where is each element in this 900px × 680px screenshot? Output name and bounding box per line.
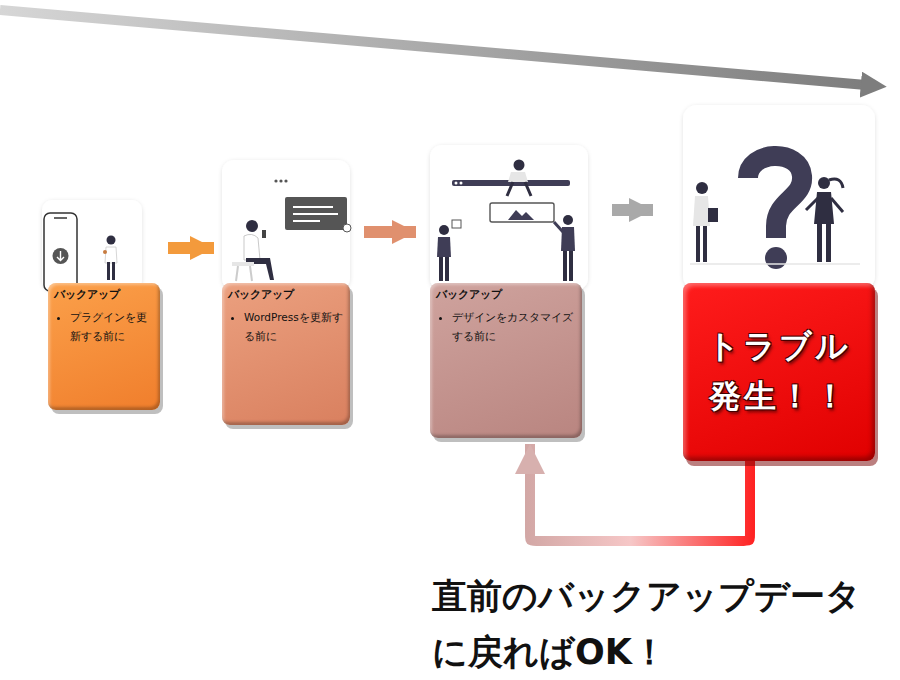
alert-box: トラブル 発生！！: [683, 283, 875, 461]
design-illustration-part: [508, 210, 534, 220]
box-heading: バックアップ: [228, 288, 344, 302]
question-illustration-part: [829, 179, 843, 188]
design-illustration-part: [563, 215, 573, 225]
backup-box: バックアップデザインをカスタマイズする前に: [430, 283, 582, 438]
design-illustration-part: [437, 237, 451, 257]
design-illustration-part: [439, 225, 449, 235]
flow-arrow: [168, 242, 214, 254]
question-illustration-part: [696, 182, 708, 194]
step-card: バックアップデザインをカスタマイズする前に: [430, 145, 582, 438]
reading-person-illustration-part: [262, 230, 266, 238]
design-illustration-part: [445, 257, 449, 281]
step-card: バックアッププラグインを更新する前に: [48, 200, 160, 410]
phone-illustration-part: [44, 213, 77, 291]
reading-person-illustration-part: [284, 179, 287, 182]
question-illustration-part: [831, 198, 843, 212]
backup-box: バックアッププラグインを更新する前に: [48, 283, 160, 410]
question-illustration-part: [696, 226, 700, 262]
question-illustration-part: [806, 198, 818, 210]
step-card: バックアップ WordPressを更新する前に: [222, 160, 350, 425]
phone-illustration-part: [57, 251, 64, 261]
box-heading: バックアップ: [54, 288, 154, 302]
design-illustration-part: [460, 182, 463, 185]
reading-person-illustration-part: [274, 179, 277, 182]
design-illustration-part: [508, 172, 528, 182]
bullet-list: デザインをカスタマイズする前に: [436, 308, 576, 345]
step-card: トラブル 発生！！: [683, 105, 875, 461]
question-illustration-part: [690, 263, 860, 265]
design-illustration-part: [490, 203, 554, 222]
question-illustration-part: [708, 208, 718, 222]
design-illustration-part: [439, 257, 443, 281]
design-illustration-part: [554, 222, 563, 232]
design-illustration-part: [455, 182, 458, 185]
reading-person-illustration-part: [293, 213, 338, 215]
question-illustration-part: [818, 177, 830, 189]
reading-person-illustration-part: [293, 206, 333, 208]
design-illustration-part: [569, 251, 573, 281]
illustration-panels-part: [42, 200, 142, 290]
timeline-arrow-part: [0, 10, 866, 85]
question-illustration: [690, 156, 860, 269]
design-illustration-part: [507, 182, 531, 196]
reading-person-illustration-part: [343, 224, 351, 232]
phone-illustration-part: [107, 262, 110, 280]
phone-illustration: [44, 213, 117, 291]
phone-illustration-part: [54, 217, 67, 219]
reading-person-illustration: [232, 179, 351, 281]
reading-person-illustration-part: [246, 258, 274, 280]
reading-person-illustration-part: [285, 197, 347, 230]
design-illustration-part: [514, 160, 525, 171]
bullet-text: デザインをカスタマイズする前に: [452, 308, 576, 345]
question-illustration-part: [748, 156, 802, 238]
design-illustration-part: [563, 251, 567, 281]
backup-box: バックアップ WordPressを更新する前に: [222, 283, 350, 425]
illustration-panels-part: [222, 160, 350, 290]
reading-person-illustration-part: [293, 220, 320, 222]
box-heading: バックアップ: [436, 288, 576, 302]
flow-arrow: [612, 204, 653, 216]
question-illustration-part: [814, 192, 834, 224]
phone-illustration-part: [103, 250, 107, 254]
bullet-text: プラグインを更新する前に: [70, 308, 154, 345]
reading-person-illustration-part: [250, 266, 252, 281]
timeline-arrow: [0, 10, 866, 85]
question-illustration-part: [703, 226, 707, 262]
note-text: 直前のバックアップデータ に戻ればOK！: [432, 568, 894, 680]
question-illustration-part: [826, 224, 831, 262]
alert-text: トラブル 発生！！: [693, 322, 865, 421]
phone-illustration-part: [105, 247, 117, 263]
illustration-panels: [42, 105, 875, 290]
flow-arrow: [364, 226, 416, 238]
reading-person-illustration-part: [244, 234, 260, 260]
phone-illustration-part: [53, 248, 69, 264]
bullet-list: WordPressを更新する前に: [228, 308, 344, 345]
bullet-text: WordPressを更新する前に: [244, 308, 344, 345]
bullet-list: プラグインを更新する前に: [54, 308, 154, 345]
question-illustration-part: [693, 196, 710, 226]
reading-person-illustration-part: [246, 220, 258, 232]
illustration-panels-part: [683, 105, 875, 290]
illustration-panels-part: [430, 145, 588, 290]
phone-illustration-part: [107, 236, 116, 245]
reading-person-illustration-part: [279, 179, 282, 182]
reading-person-illustration-part: [232, 262, 254, 266]
design-illustration: [437, 160, 575, 282]
phone-illustration-part: [112, 262, 115, 280]
reading-person-illustration-part: [236, 266, 238, 281]
design-illustration-part: [452, 220, 461, 228]
question-illustration-part: [765, 247, 787, 269]
question-illustration-part: [817, 224, 822, 262]
